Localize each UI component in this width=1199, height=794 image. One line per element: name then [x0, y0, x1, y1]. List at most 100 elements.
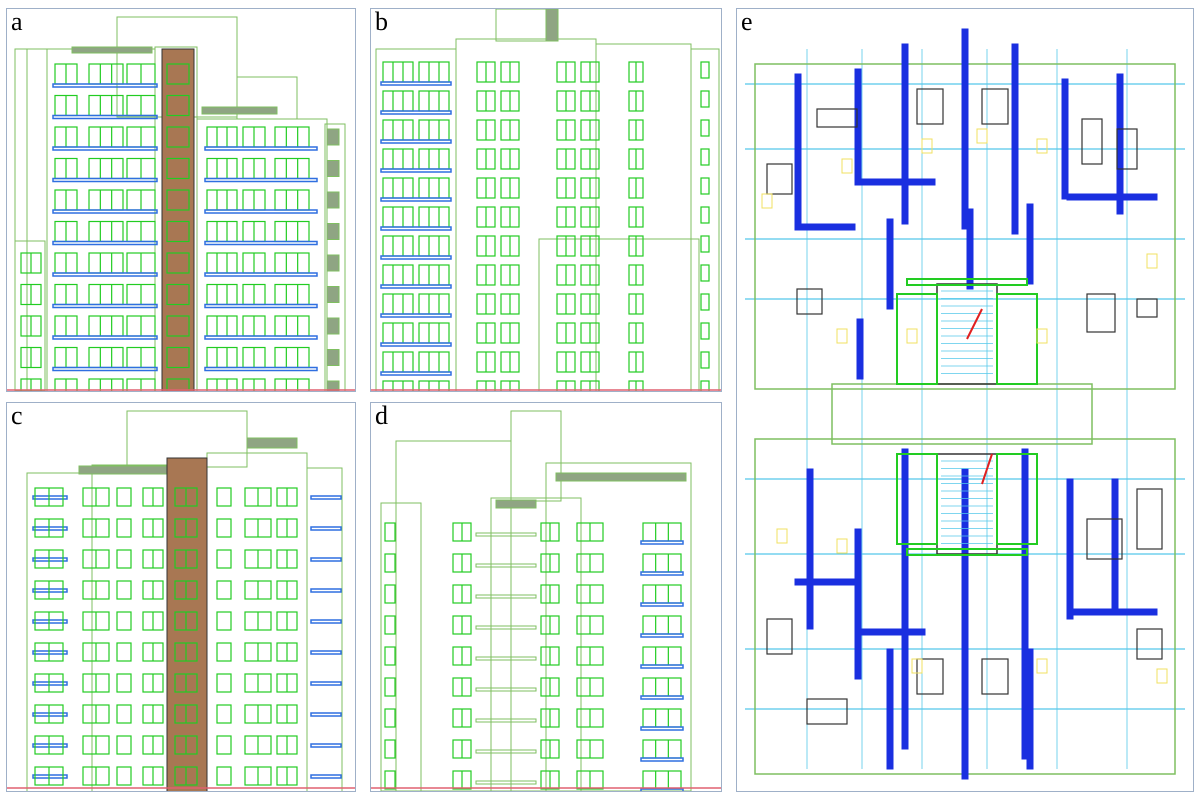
window: [384, 584, 396, 604]
balcony-rail: [32, 681, 68, 686]
wall: [961, 468, 969, 780]
furniture: [1136, 298, 1158, 318]
dimension-marker: [1146, 253, 1158, 269]
wall-edge: [906, 548, 1028, 556]
window: [116, 766, 132, 786]
window: [206, 283, 238, 306]
wall: [794, 578, 856, 586]
window: [206, 220, 238, 243]
window: [166, 94, 190, 117]
window: [384, 770, 396, 790]
furniture: [916, 88, 944, 125]
window: [216, 487, 232, 507]
window: [166, 189, 190, 211]
furniture: [796, 288, 823, 315]
balcony-rail: [32, 712, 68, 717]
balcony-rail: [640, 695, 684, 700]
wall: [794, 223, 856, 231]
wall: [856, 318, 864, 380]
lower-wing: [14, 240, 46, 391]
balcony-rail: [204, 272, 318, 277]
side-window: [326, 191, 340, 209]
balcony-rail: [204, 335, 318, 340]
window: [382, 380, 414, 391]
balcony-rail: [640, 602, 684, 607]
window: [418, 264, 450, 286]
window: [418, 351, 450, 373]
window: [206, 189, 238, 211]
window: [418, 235, 450, 257]
window: [700, 61, 710, 79]
window: [384, 677, 396, 697]
window: [418, 380, 450, 391]
roof-parapet-2: [495, 499, 537, 509]
dimension-marker: [1036, 328, 1048, 344]
wall: [886, 218, 894, 310]
window: [88, 63, 124, 85]
wall: [1026, 203, 1034, 285]
balcony-rail: [310, 650, 342, 655]
window: [700, 380, 710, 391]
window: [700, 206, 710, 224]
stair-arrow: [966, 308, 983, 340]
balcony-rail: [310, 774, 342, 779]
window: [418, 206, 450, 228]
stair-arrow: [981, 453, 993, 485]
furniture: [1081, 118, 1103, 165]
window: [418, 293, 450, 315]
wall: [1011, 43, 1019, 235]
dimension-marker: [1156, 668, 1168, 684]
balcony-slab: [475, 563, 537, 568]
window: [116, 611, 132, 631]
balcony-rail: [310, 557, 342, 562]
facade-left: [375, 48, 457, 391]
balcony-rail: [32, 526, 68, 531]
window: [382, 177, 414, 199]
side-window: [326, 223, 340, 240]
side-wing: [690, 48, 720, 391]
furniture: [1116, 128, 1138, 170]
balcony-rail: [310, 526, 342, 531]
window: [700, 148, 710, 166]
window: [418, 119, 450, 141]
dimension-marker: [841, 158, 853, 174]
balcony-rail: [640, 540, 684, 545]
elevation-drawing-c: [7, 410, 355, 791]
balcony-rail: [32, 588, 68, 593]
window: [700, 177, 710, 195]
wall: [901, 448, 909, 750]
window: [88, 220, 124, 243]
dimension-marker: [906, 328, 918, 344]
balcony-slab: [475, 687, 537, 692]
window: [88, 126, 124, 148]
wall: [1066, 478, 1074, 620]
balcony-rail: [380, 284, 452, 289]
facade-pilaster: [26, 48, 48, 391]
window: [274, 126, 310, 148]
wall: [901, 43, 909, 225]
balcony-slab: [475, 749, 537, 754]
elevation-drawing-b: [371, 9, 721, 391]
balcony-slab: [475, 656, 537, 661]
side-window: [326, 160, 340, 177]
window: [418, 61, 450, 83]
wall: [806, 468, 814, 630]
window: [382, 235, 414, 257]
panel-label-e: e: [741, 8, 753, 36]
balcony-slab: [475, 594, 537, 599]
facade-edge-left: [380, 502, 422, 791]
furniture: [981, 658, 1009, 695]
balcony-rail: [640, 726, 684, 731]
window: [274, 252, 310, 274]
balcony-rail: [640, 757, 684, 762]
window: [382, 61, 414, 83]
window: [88, 346, 124, 369]
balcony-rail: [32, 743, 68, 748]
window: [382, 264, 414, 286]
furniture: [1086, 293, 1116, 333]
window: [418, 322, 450, 344]
wall: [1021, 448, 1029, 760]
facade-right: [306, 467, 343, 791]
window: [642, 584, 682, 604]
balcony-rail: [52, 240, 158, 246]
